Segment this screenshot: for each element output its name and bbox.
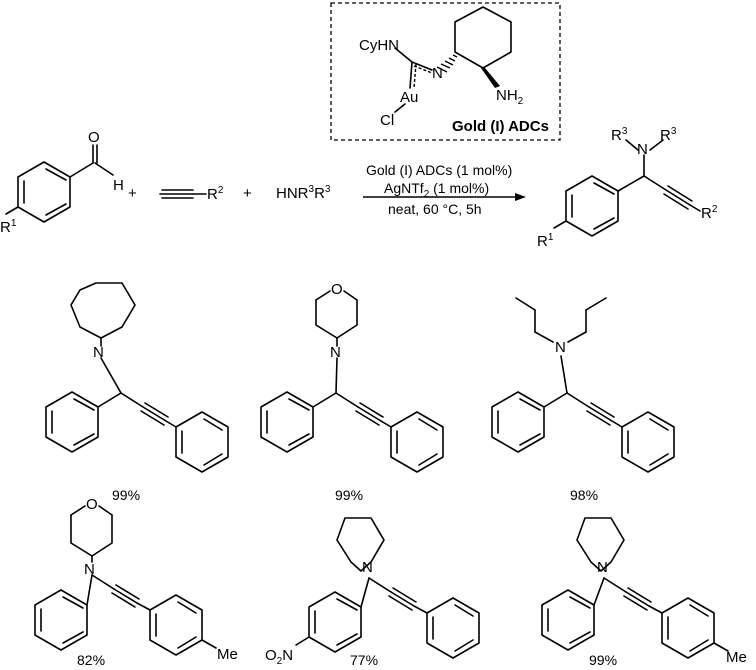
example-6: Me N 99% (541, 517, 747, 668)
example-3: N 98% (491, 297, 675, 503)
product-r1: R1 (537, 232, 554, 250)
alkyne-r2: R2 (207, 185, 224, 203)
aldehyde-h: H (113, 177, 124, 194)
example-6-me: Me (726, 649, 747, 666)
catalyst-name: Gold (I) ADCs (452, 118, 549, 135)
example-4-me: Me (217, 646, 238, 663)
condition-silver: AgNTf2 (1 mol%) (384, 180, 489, 200)
aldehyde-o: O (88, 129, 100, 146)
product-structure: N R3 R3 R1 R2 (537, 126, 718, 250)
cyhn-label: CyHN (359, 37, 399, 54)
plus-2: + (243, 185, 252, 202)
condition-temp: neat, 60 °C, 5h (388, 201, 482, 217)
example-6-yield: 99% (589, 652, 617, 668)
example-5-n: N (362, 559, 373, 576)
hashed-bond (436, 54, 458, 73)
example-2-n: N (330, 344, 341, 361)
example-5-no2: O2N (265, 647, 293, 667)
condition-catalyst: Gold (I) ADCs (1 mol%) (366, 162, 512, 178)
imine-n-label: N (432, 65, 443, 82)
example-6-n: N (597, 559, 608, 576)
amine-reagent: HNR3R3 (276, 184, 331, 202)
example-3-yield: 98% (570, 487, 598, 503)
example-2-o: O (331, 281, 343, 298)
alkyne-structure: R2 (159, 185, 224, 203)
example-4: O Me N 82% (34, 496, 238, 668)
example-2: O N 99% (260, 281, 444, 503)
catalyst-dashed-box (330, 2, 561, 141)
cyclohexane-ring (454, 6, 512, 69)
example-1-yield: 99% (112, 487, 140, 503)
example-4-n: N (84, 561, 95, 578)
product-n: N (637, 141, 648, 158)
example-3-n: N (555, 339, 566, 356)
example-5: N O2N 77% (265, 517, 480, 668)
example-1: N 99% (45, 282, 229, 503)
au-label: Au (400, 89, 418, 106)
catalyst-structure: CyHN N NH2 Au Cl Gold (I) ADCs (330, 2, 561, 141)
product-r3a: R3 (611, 126, 628, 144)
reaction-arrow (363, 193, 526, 201)
example-2-yield: 99% (335, 487, 363, 503)
example-5-yield: 77% (350, 652, 378, 668)
wedge-bond (481, 68, 500, 88)
aldehyde-structure: O H R1 (0, 129, 124, 236)
nh2-label: NH2 (496, 87, 524, 107)
product-r3b: R3 (660, 126, 677, 144)
cl-label: Cl (380, 112, 394, 129)
example-1-n: N (93, 344, 104, 361)
plus-1: + (128, 185, 137, 202)
product-r2: R2 (701, 204, 718, 222)
example-4-yield: 82% (77, 652, 105, 668)
aldehyde-r1: R1 (0, 218, 17, 236)
example-4-o: O (86, 496, 98, 513)
